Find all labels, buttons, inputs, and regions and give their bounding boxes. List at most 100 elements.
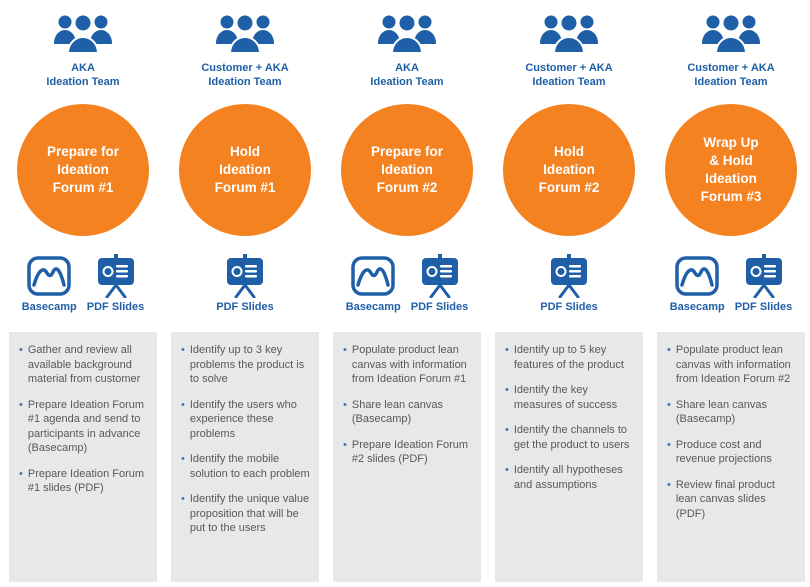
task-item: • Populate product lean canvas with infor… <box>662 343 797 387</box>
bullet-icon: • <box>505 424 509 437</box>
pdf-slides-icon <box>420 254 460 298</box>
task-list-box: • Populate product lean canvas with infor… <box>657 332 805 582</box>
task-item: • Prepare Ideation Forum #1 slides (PDF) <box>14 467 149 496</box>
task-item: • Identify up to 5 key features of the pr… <box>500 343 635 372</box>
bullet-icon: • <box>181 493 185 506</box>
tool: PDF Slides <box>735 254 792 313</box>
task-text: Prepare Ideation Forum #1 slides (PDF) <box>27 467 145 495</box>
process-column: Customer + AKA Ideation Team Hold Ideati… <box>171 8 319 582</box>
task-text: Identify the key measures of success <box>513 384 618 411</box>
tool-label: PDF Slides <box>86 301 145 313</box>
tools-row: PDF Slides <box>540 254 598 318</box>
task-item: •Populate product lean canvas with infor… <box>338 343 473 387</box>
tool-label: PDF Slides <box>410 301 469 313</box>
task-text: Populate product lean canvas with inform… <box>351 344 467 386</box>
bullet-icon: • <box>667 438 671 451</box>
tool: PDF Slides <box>87 254 144 313</box>
task-text: Identify the channels to get the product… <box>513 424 630 451</box>
tool: Basecamp <box>670 254 725 313</box>
pdf-slides-icon <box>744 254 784 298</box>
bullet-icon: • <box>19 344 23 356</box>
bullet-icon: • <box>505 344 509 356</box>
step-circle: Prepare for Ideation Forum #2 <box>341 104 473 236</box>
tool-label: Basecamp <box>669 301 725 313</box>
task-item: • Identify the channels to get the produc… <box>500 423 635 452</box>
task-item: • Share lean canvas (Basecamp) <box>338 398 473 427</box>
task-list-box: •Gather and review all available backgro… <box>9 332 157 582</box>
step-circle: Prepare for Ideation Forum #1 <box>17 104 149 236</box>
team-label: Customer + AKA Ideation Team <box>687 62 775 89</box>
bullet-icon: • <box>667 344 671 356</box>
task-item: •Identify up to 3 key problems the produ… <box>176 343 311 387</box>
team-label: Customer + AKA Ideation Team <box>525 62 613 89</box>
step-circle: Wrap Up & Hold Ideation Forum #3 <box>665 104 797 236</box>
tool: PDF Slides <box>411 254 468 313</box>
task-item: •Prepare Ideation Forum #1 agenda and se… <box>14 398 149 456</box>
task-text: Review final product lean canvas slides … <box>675 478 775 520</box>
bullet-icon: • <box>667 478 671 491</box>
tool-label: Basecamp <box>21 301 77 313</box>
task-item: • Produce cost and revenue projections <box>662 438 797 467</box>
task-item: •Identify the users who experience these… <box>176 398 311 442</box>
tool: Basecamp <box>346 254 401 313</box>
team-people-icon <box>214 8 276 56</box>
tool-label: PDF Slides <box>216 301 274 313</box>
task-text: Share lean canvas (Basecamp) <box>675 398 767 426</box>
task-list-box: • Identify up to 5 key features of the pr… <box>495 332 643 582</box>
task-text: Populate product lean canvas with inform… <box>675 344 791 386</box>
task-text: Prepare Ideation Forum #2 slides (PDF) <box>351 438 469 466</box>
task-list: • Populate product lean canvas with infor… <box>338 343 473 467</box>
basecamp-icon <box>675 254 719 298</box>
task-text: Produce cost and revenue projections <box>675 438 772 466</box>
bullet-icon: • <box>181 344 185 356</box>
basecamp-icon <box>351 254 395 298</box>
task-item: • Identify the key measures of success <box>500 383 635 412</box>
team-people-icon <box>52 8 114 56</box>
bullet-icon: • <box>19 398 23 411</box>
task-list: •Identify up to 3 key problems the produ… <box>176 343 311 536</box>
bullet-icon: • <box>19 467 23 480</box>
task-item: •Identify the unique value proposition t… <box>176 492 311 536</box>
process-column: Customer + AKA Ideation Team Wrap Up & H… <box>657 8 805 582</box>
task-text: Identify all hypotheses and assumptions <box>513 464 623 491</box>
bullet-icon: • <box>505 384 509 397</box>
step-label: Wrap Up & Hold Ideation Forum #3 <box>700 135 762 204</box>
step-label: Hold Ideation Forum #2 <box>538 144 600 195</box>
step-label: Prepare for Ideation Forum #2 <box>370 144 444 195</box>
task-text: Share lean canvas (Basecamp) <box>351 398 443 426</box>
bullet-icon: • <box>181 453 185 466</box>
pdf-slides-icon <box>96 254 136 298</box>
bullet-icon: • <box>343 438 347 451</box>
task-list: •Gather and review all available backgro… <box>14 343 149 496</box>
task-item: • Share lean canvas (Basecamp) <box>662 398 797 427</box>
team-people-icon <box>700 8 762 56</box>
task-item: •Gather and review all available backgro… <box>14 343 149 387</box>
team-people-icon <box>376 8 438 56</box>
basecamp-icon <box>27 254 71 298</box>
process-column: AKA Ideation Team Prepare for Ideation F… <box>9 8 157 582</box>
team-label: Customer + AKA Ideation Team <box>201 62 289 89</box>
team-label: AKA Ideation Team <box>370 62 444 89</box>
task-text: Identify the mobile solution to each pro… <box>189 453 310 480</box>
task-list: • Identify up to 5 key features of the pr… <box>500 343 635 492</box>
tool: PDF Slides <box>216 254 274 313</box>
process-column: AKA Ideation Team Prepare for Ideation F… <box>333 8 481 582</box>
step-label: Hold Ideation Forum #1 <box>214 144 276 195</box>
bullet-icon: • <box>667 398 671 411</box>
step-label: Prepare for Ideation Forum #1 <box>46 144 120 195</box>
tools-row: Basecamp PDF Slides <box>670 254 792 318</box>
tool-label: Basecamp <box>345 301 401 313</box>
task-item: • Prepare Ideation Forum #2 slides (PDF) <box>338 438 473 467</box>
tools-row: PDF Slides <box>216 254 274 318</box>
tool-label: PDF Slides <box>540 301 598 313</box>
process-column: Customer + AKA Ideation Team Hold Ideati… <box>495 8 643 582</box>
team-people-icon <box>538 8 600 56</box>
task-list-box: •Identify up to 3 key problems the produ… <box>171 332 319 582</box>
task-item: • Identify the mobile solution to each pr… <box>176 452 311 481</box>
tool: PDF Slides <box>540 254 598 313</box>
task-text: Identify up to 5 key features of the pro… <box>513 344 624 371</box>
bullet-icon: • <box>343 398 347 411</box>
step-circle: Hold Ideation Forum #2 <box>503 104 635 236</box>
pdf-slides-icon <box>549 254 589 298</box>
